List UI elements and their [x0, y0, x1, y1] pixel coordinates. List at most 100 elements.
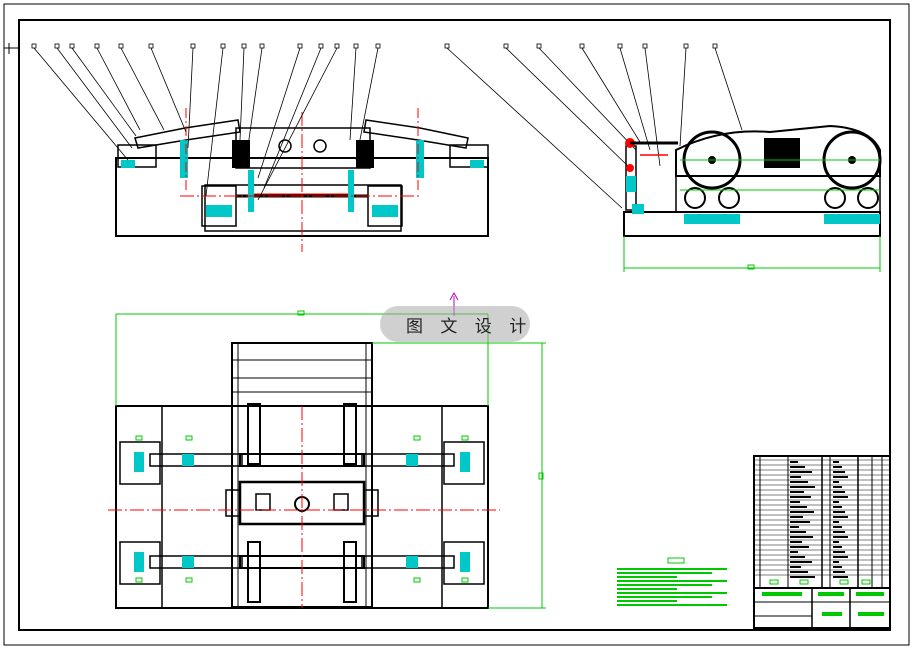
top-wheel-tl — [247, 403, 261, 465]
balloon-23 — [642, 43, 648, 49]
note-line — [617, 604, 727, 606]
balloon-24 — [683, 43, 689, 49]
balloon-20 — [536, 43, 542, 49]
balloon-7 — [190, 43, 196, 49]
balloon-15 — [375, 43, 381, 49]
front-base-pocket — [204, 184, 402, 232]
front-block-right — [367, 185, 403, 227]
balloon-19 — [503, 43, 509, 49]
parts-row-text — [790, 501, 800, 503]
side-bogie-window — [764, 138, 800, 168]
note-line — [617, 584, 712, 586]
note-line — [617, 600, 677, 602]
note-line — [617, 596, 712, 598]
parts-row-text — [790, 526, 799, 528]
balloon-10 — [259, 43, 265, 49]
balloon-2 — [54, 43, 60, 49]
side-roller-2 — [718, 187, 740, 209]
front-view — [115, 108, 489, 252]
front-bogie-hub-2 — [313, 139, 327, 153]
parts-row-text — [790, 521, 810, 523]
side-roller-fill-right — [824, 214, 880, 224]
side-roller-3 — [824, 187, 846, 209]
balloon-row-left — [31, 43, 381, 49]
watermark-text: 图 文 设 计 — [406, 316, 533, 337]
outer-border — [3, 3, 910, 646]
top-arm-tl — [149, 453, 243, 467]
title-frame — [753, 587, 891, 629]
front-bogie-right-wheel — [356, 140, 374, 168]
balloon-row-right — [444, 43, 718, 49]
balloon-8 — [220, 43, 226, 49]
front-bogie-left-wheel — [232, 140, 250, 168]
balloon-9 — [241, 43, 247, 49]
note-line — [617, 572, 712, 574]
parts-row-text — [790, 571, 808, 573]
front-support-right — [449, 144, 489, 168]
top-wheel-bl — [247, 541, 261, 603]
balloon-25 — [712, 43, 718, 49]
watermark-badge: 图 文 设 计 — [380, 306, 530, 342]
front-bogie — [235, 127, 371, 169]
balloon-3 — [69, 43, 75, 49]
front-support-left-fill — [121, 160, 135, 168]
balloon-22 — [617, 43, 623, 49]
title-block — [753, 455, 891, 629]
top-pad-tl — [119, 441, 161, 485]
parts-row-text — [790, 481, 808, 483]
side-view — [623, 124, 882, 272]
balloon-12 — [318, 43, 324, 49]
front-clamp-center-right — [348, 170, 354, 212]
balloon-13 — [334, 43, 340, 49]
front-clamp-left — [180, 140, 188, 178]
top-pad-br — [443, 541, 485, 585]
top-arm-bl — [149, 555, 243, 569]
balloon-5 — [118, 43, 124, 49]
parts-row-text — [790, 496, 811, 498]
parts-row-text — [790, 486, 815, 488]
technical-notes — [617, 557, 727, 606]
note-line — [617, 568, 727, 570]
top-wheel-br — [343, 541, 357, 603]
parts-row-text — [790, 476, 801, 478]
note-line — [617, 592, 727, 594]
front-block-left-fill — [206, 205, 232, 217]
parts-row-text — [790, 531, 806, 533]
parts-row-text — [790, 561, 812, 563]
side-clamp-fill — [626, 176, 636, 192]
note-line — [617, 576, 677, 578]
balloon-1 — [31, 43, 37, 49]
top-pad-bl — [119, 541, 161, 585]
top-view — [108, 310, 546, 609]
balloon-14 — [353, 43, 359, 49]
balloon-4 — [94, 43, 100, 49]
front-support-right-fill — [470, 160, 484, 168]
parts-row-text — [790, 461, 798, 463]
top-pad-tr — [443, 441, 485, 485]
parts-list-rows — [754, 459, 890, 585]
side-clamp-pin-mid — [626, 164, 634, 172]
front-bogie-hub-1 — [278, 139, 292, 153]
front-block-left — [201, 185, 237, 227]
parts-row-text — [790, 471, 812, 473]
parts-row-text — [790, 516, 803, 518]
side-roller-4 — [857, 187, 879, 209]
parts-row-text — [790, 466, 805, 468]
front-clamp-center-left — [248, 170, 254, 212]
parts-row-text — [790, 576, 815, 578]
top-wheel-tr — [343, 403, 357, 465]
front-arm-right — [363, 119, 469, 149]
parts-row-text — [790, 536, 813, 538]
front-clamp-right — [416, 140, 424, 178]
balloon-18 — [444, 43, 450, 49]
inner-border — [18, 19, 891, 631]
note-line — [617, 580, 727, 582]
note-line — [617, 588, 677, 590]
parts-row-text — [790, 551, 798, 553]
side-roller-fill-left — [684, 214, 740, 224]
side-roller-1 — [684, 187, 706, 209]
parts-row-text — [790, 556, 805, 558]
front-support-left — [117, 144, 157, 168]
parts-row-text — [790, 491, 804, 493]
